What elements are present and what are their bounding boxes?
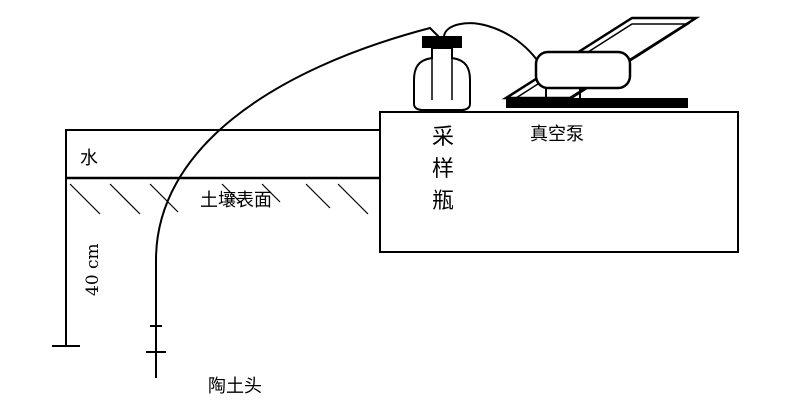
ceramic-head-label: 陶土头 bbox=[208, 376, 262, 397]
soil-hatching bbox=[69, 183, 369, 215]
sampling-bottle bbox=[413, 36, 471, 111]
sampling-bottle-label-2: 样 bbox=[432, 157, 454, 182]
water-label: 水 bbox=[80, 148, 98, 169]
sampling-tube bbox=[155, 26, 441, 378]
vacuum-tube bbox=[443, 22, 541, 65]
soil-surface-label: 土壤表面 bbox=[200, 190, 272, 211]
sampling-bottle-label-1: 采 bbox=[432, 125, 454, 150]
depth-label: 40 cm bbox=[83, 243, 103, 296]
sampling-bottle-label-3: 瓶 bbox=[432, 189, 454, 214]
water-layer bbox=[65, 129, 380, 346]
vacuum-pump bbox=[501, 16, 701, 108]
vacuum-pump-label: 真空泵 bbox=[530, 124, 584, 145]
ceramic-head-marker bbox=[146, 325, 166, 353]
equipment-platform bbox=[379, 111, 739, 253]
